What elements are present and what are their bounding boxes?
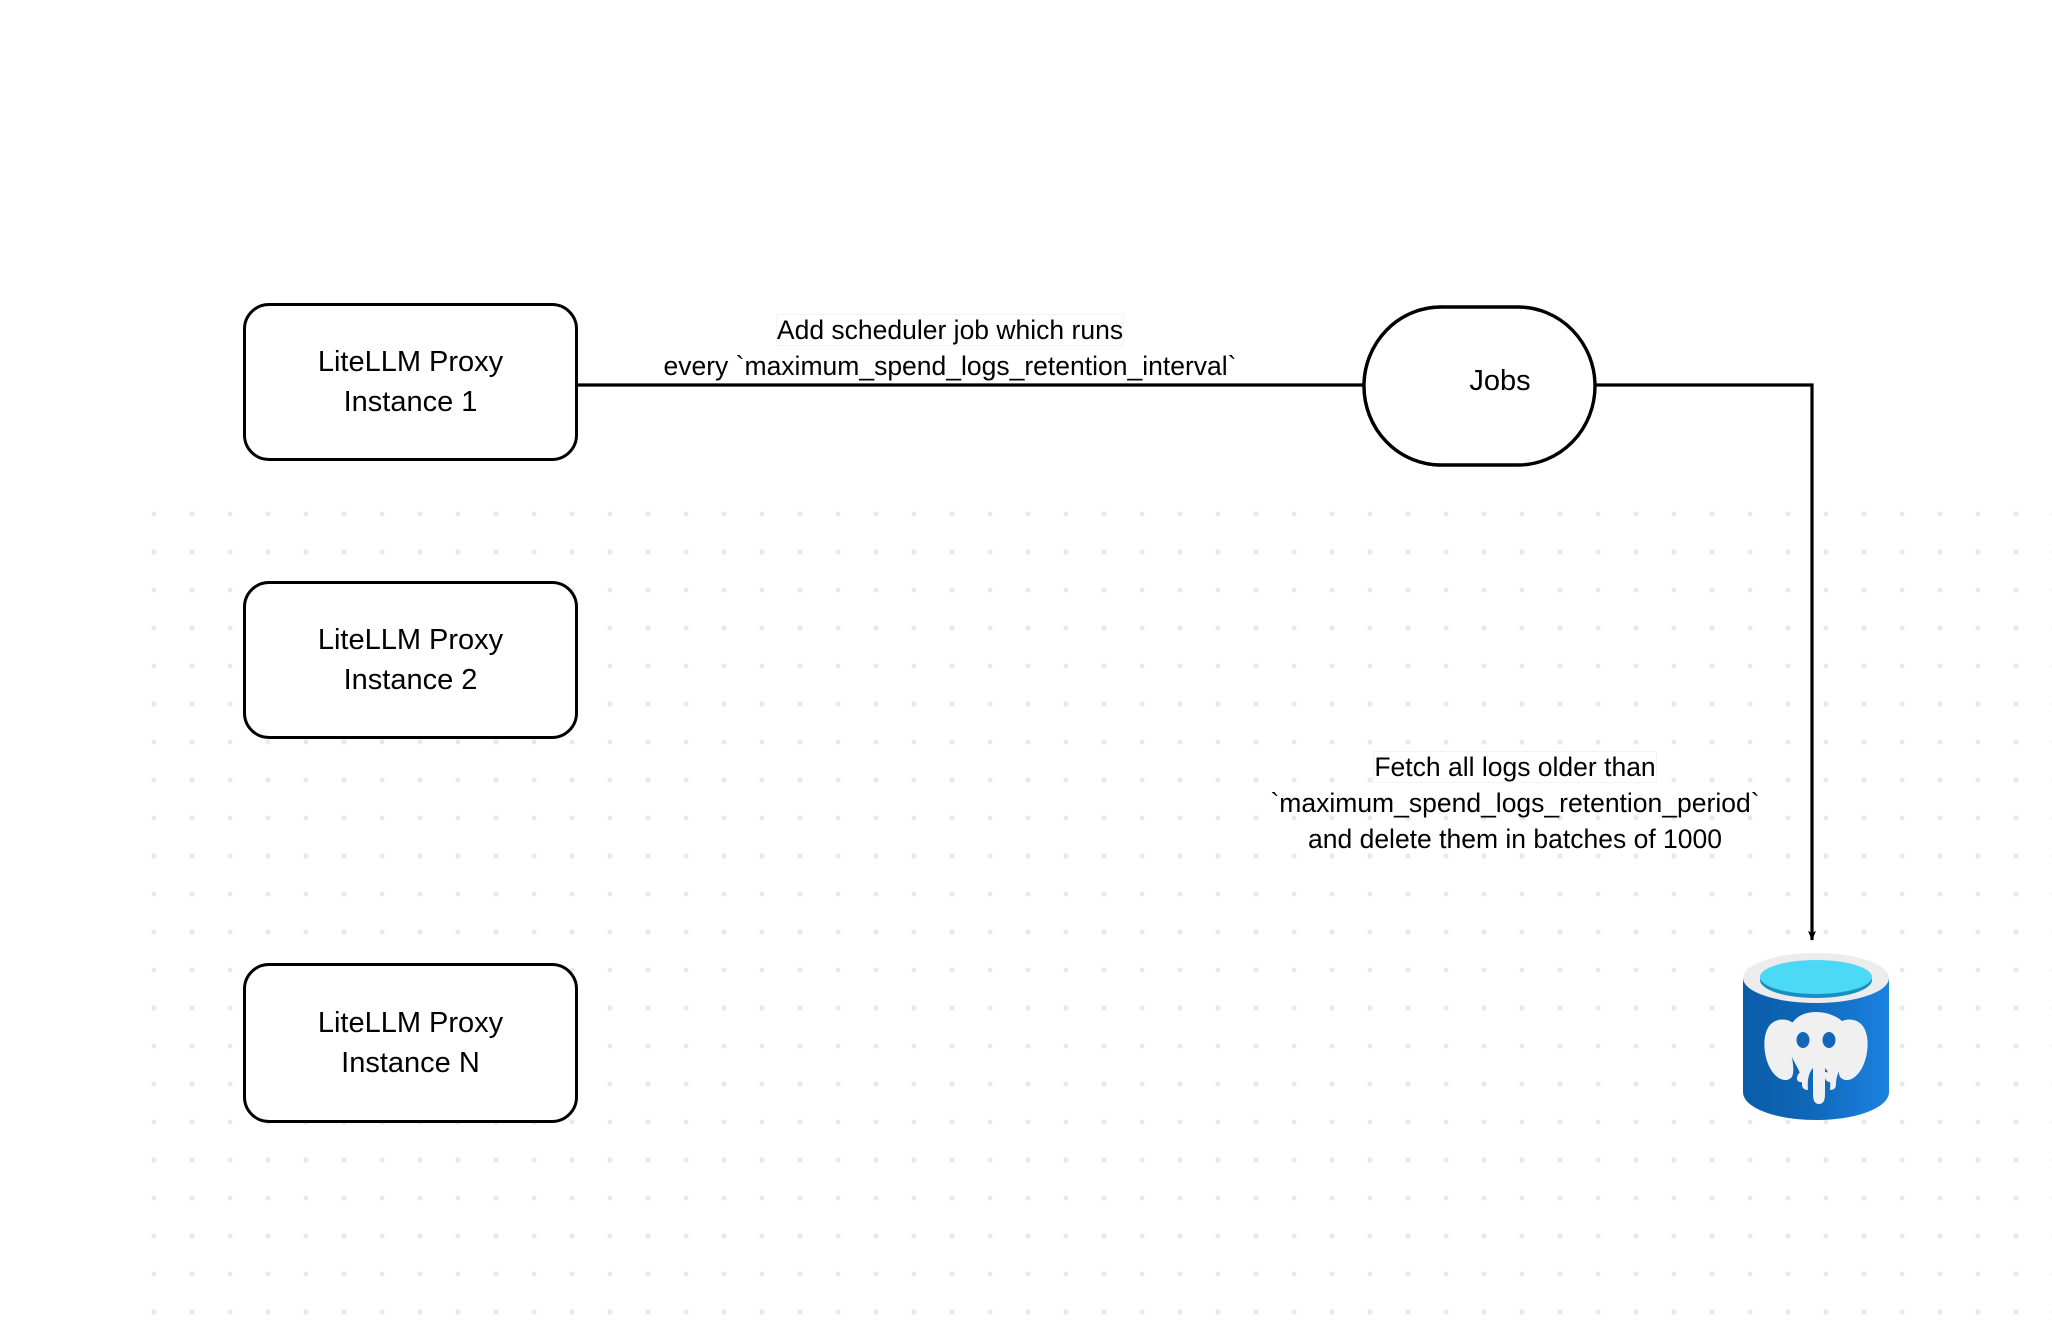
edge-label-scheduler-job: Add scheduler job which runs every `maxi… bbox=[600, 313, 1300, 385]
postgresql-database-icon bbox=[1743, 953, 1889, 1120]
node-label-line-1: LiteLLM Proxy bbox=[317, 1006, 504, 1039]
node-label-line-2: Instance 1 bbox=[343, 386, 478, 418]
edge-label-line-2: every `maximum_spend_logs_retention_inte… bbox=[663, 350, 1237, 381]
node-label-line-2: Instance N bbox=[341, 1047, 480, 1079]
edge-label-line-2: `maximum_spend_logs_retention_period` bbox=[1270, 787, 1760, 818]
elephant-tusks bbox=[1796, 1072, 1836, 1083]
edge-label-line-3: and delete them in batches of 1000 bbox=[1308, 823, 1722, 854]
node-litellm-proxy-instance-2[interactable]: LiteLLM Proxy Instance 2 bbox=[243, 581, 578, 739]
node-label-line-2: Instance 2 bbox=[343, 664, 478, 696]
edge-jobs-to-database bbox=[1580, 383, 1816, 941]
node-label-line-1: LiteLLM Proxy bbox=[317, 345, 504, 378]
elephant-eyes bbox=[1796, 1032, 1836, 1048]
node-jobs-label: Jobs bbox=[1469, 365, 1531, 397]
edge-label-line-1: Fetch all logs older than bbox=[1374, 752, 1656, 782]
edge-label-line-1: Add scheduler job which runs bbox=[776, 315, 1124, 345]
edge-label-fetch-delete-logs: Fetch all logs older than `maximum_spend… bbox=[1215, 750, 1815, 857]
node-litellm-proxy-instance-1[interactable]: LiteLLM Proxy Instance 1 bbox=[243, 303, 578, 461]
node-label-line-1: LiteLLM Proxy bbox=[317, 623, 504, 656]
node-litellm-proxy-instance-n[interactable]: LiteLLM Proxy Instance N bbox=[243, 963, 578, 1123]
jobs-cylinder-shape bbox=[1362, 305, 1597, 467]
